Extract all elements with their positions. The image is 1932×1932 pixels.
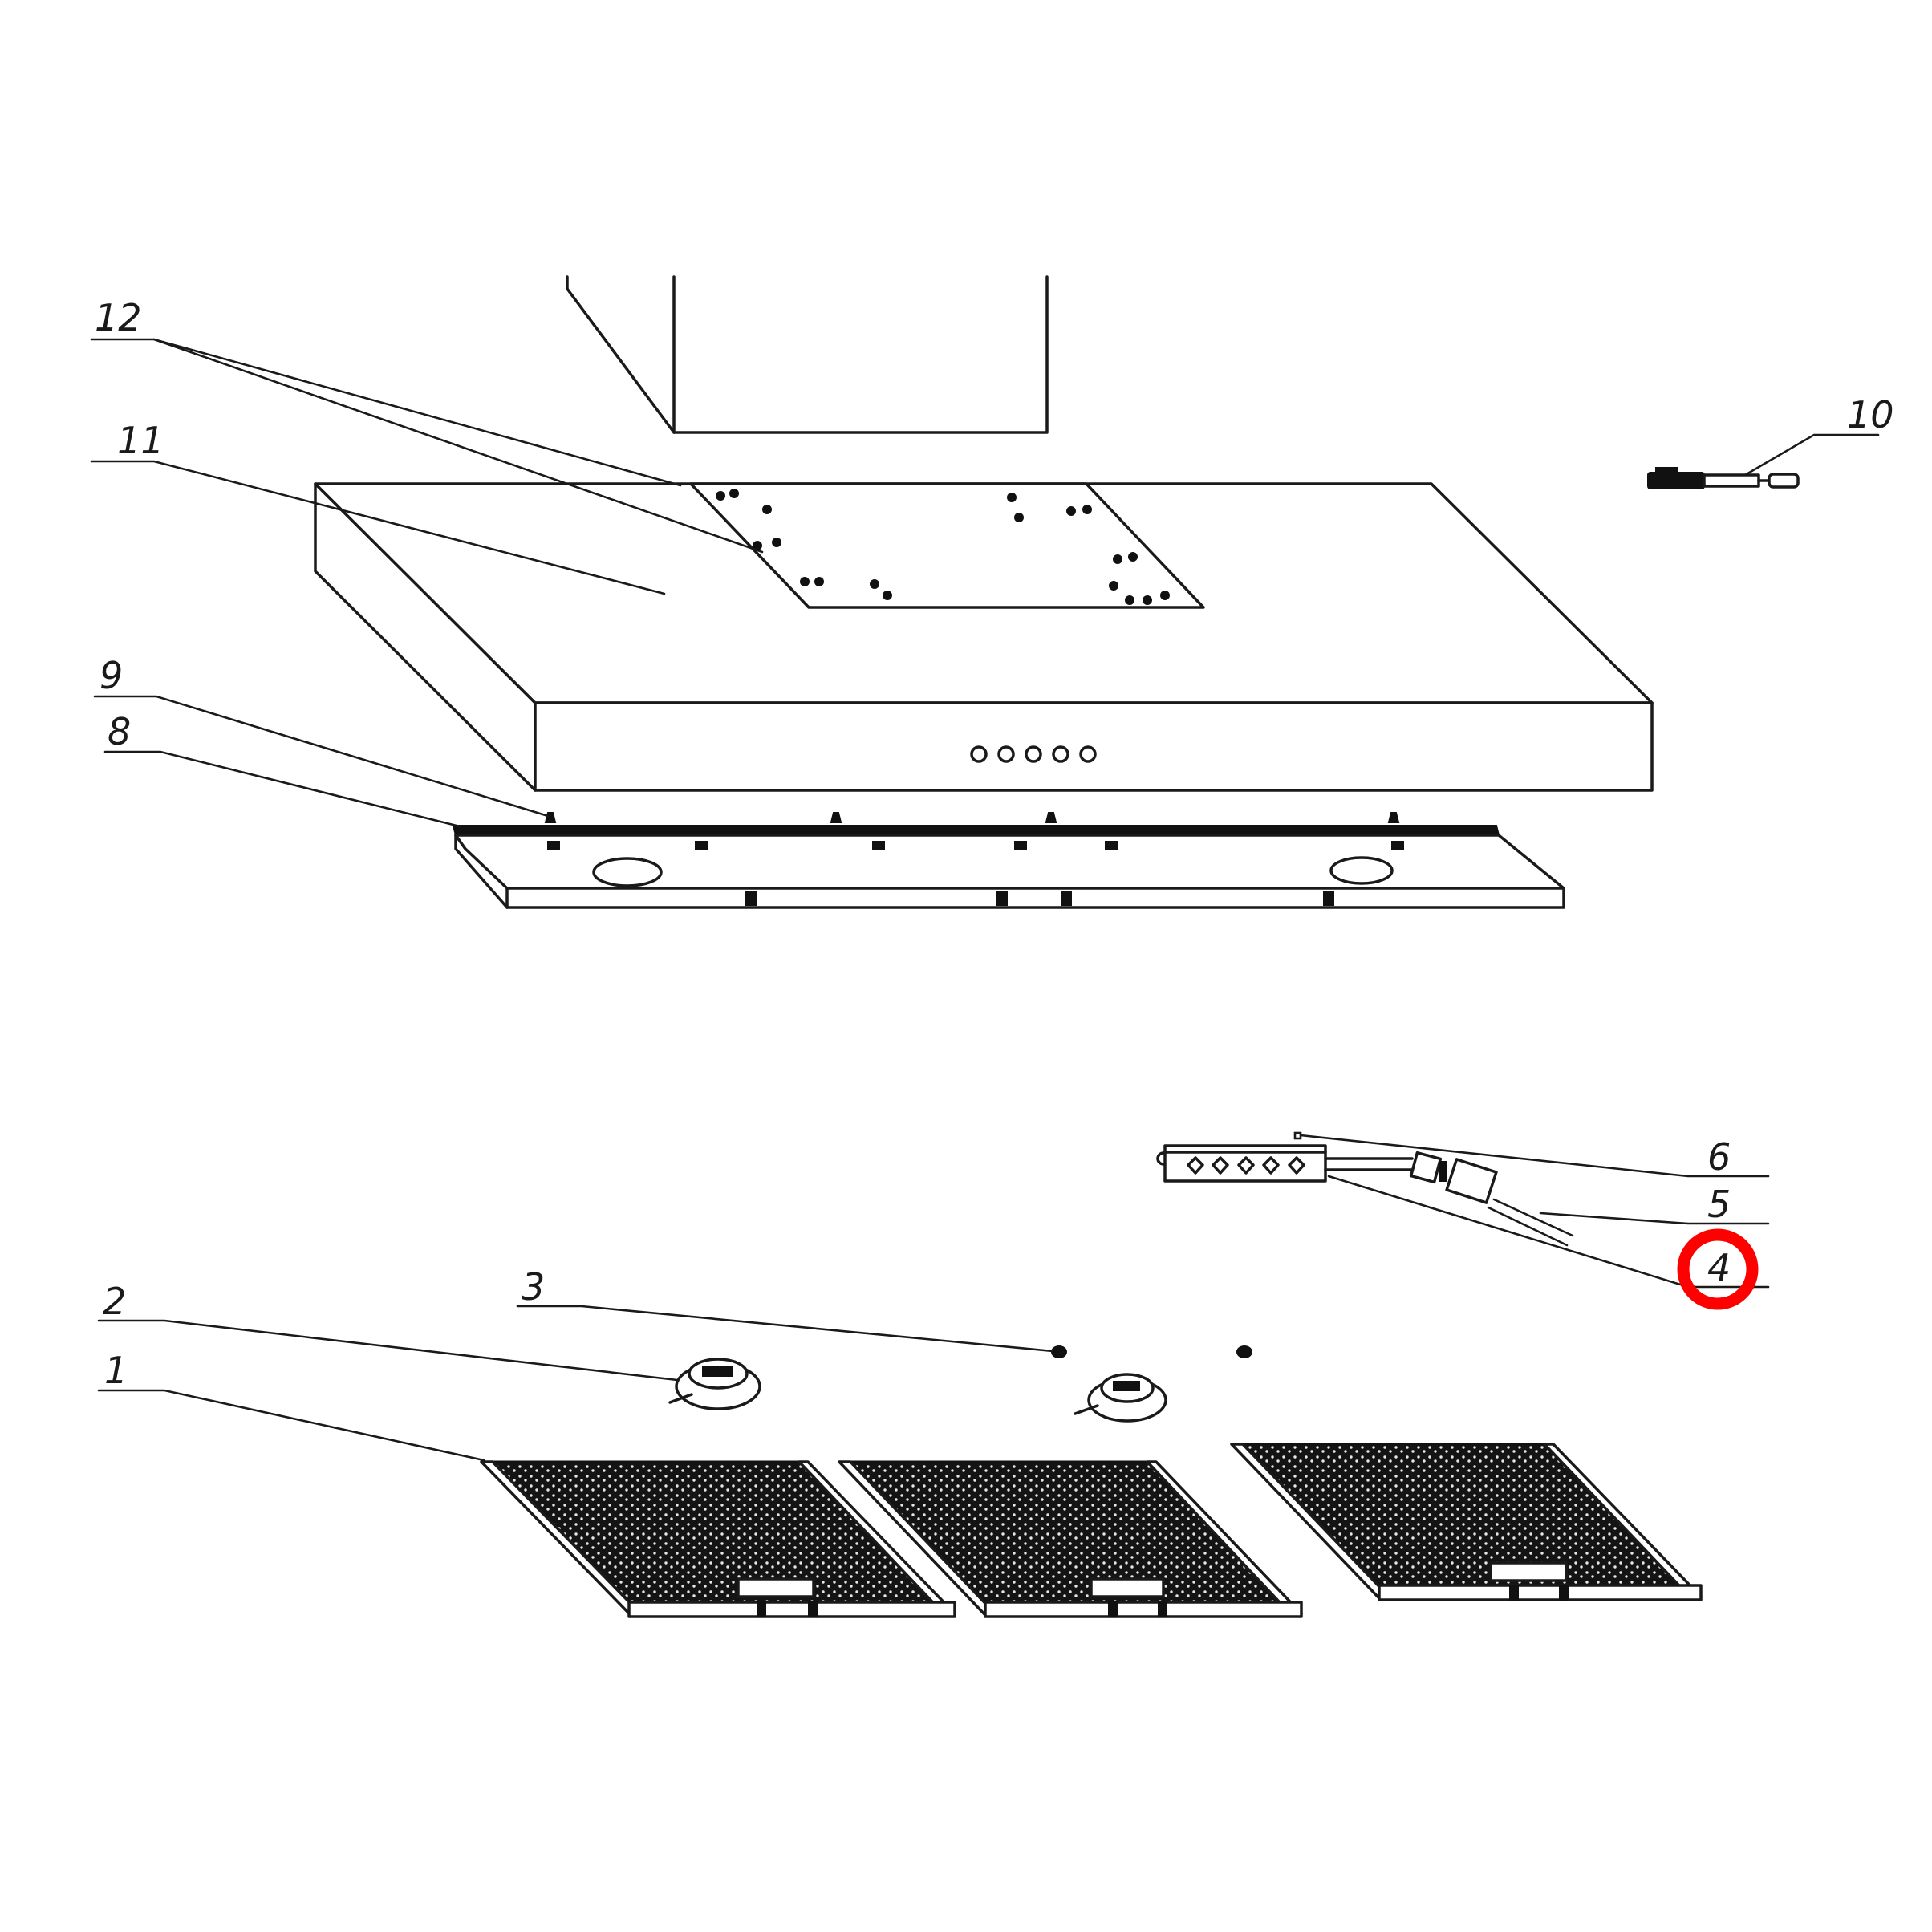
- label-4: 4: [1707, 1246, 1731, 1289]
- label-6: 6: [1707, 1135, 1731, 1179]
- lamp-hole-left: [592, 857, 663, 887]
- lamp-hole-right: [1329, 856, 1394, 885]
- front-control-buttons: [970, 745, 1097, 763]
- frame-notches: [547, 841, 1404, 906]
- label-3: 3: [522, 1265, 545, 1309]
- lamp-ring-1: [668, 1358, 761, 1410]
- label-11: 11: [117, 419, 164, 462]
- label-2: 2: [103, 1280, 126, 1323]
- base-frame: [452, 812, 1565, 909]
- label-12: 12: [95, 296, 142, 339]
- part-labels: 12 11 9 8 10 6 5 4 3 2 1: [95, 296, 1894, 1392]
- label-9: 9: [99, 654, 123, 697]
- highlight-circle-part-4: [1677, 1228, 1759, 1310]
- label-1: 1: [104, 1349, 128, 1392]
- label-10: 10: [1847, 393, 1894, 436]
- grease-filter-2: [838, 1460, 1303, 1618]
- top-screw-marks: [716, 489, 1170, 605]
- chimney-duct: [566, 275, 1049, 434]
- grease-filter-1: [480, 1460, 956, 1618]
- hood-body: [314, 482, 1654, 792]
- lamp-ring-2: [1074, 1373, 1167, 1423]
- grease-filter-3: [1230, 1443, 1703, 1601]
- frame-screws: [544, 812, 1400, 823]
- label-8: 8: [108, 710, 131, 753]
- switch-buttons: [1187, 1156, 1305, 1175]
- label-5: 5: [1707, 1183, 1731, 1226]
- control-panel-assembly: [1156, 1131, 1574, 1247]
- screws-part-3: [1051, 1346, 1252, 1358]
- part-10-plug: [1647, 467, 1800, 489]
